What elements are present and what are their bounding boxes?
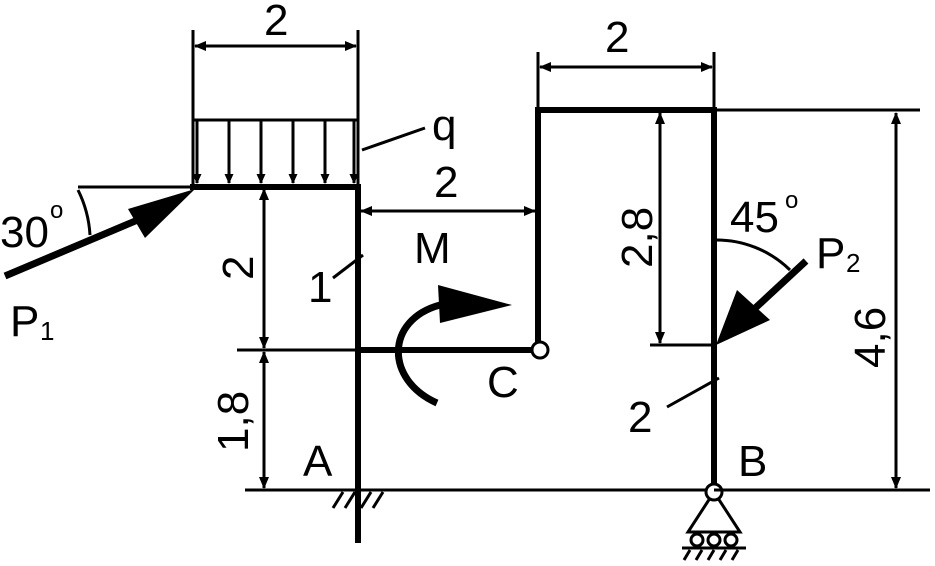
distributed-load-q <box>192 118 426 184</box>
roller-wheel <box>689 532 705 548</box>
dimension-lines <box>194 41 901 489</box>
support-b-triangle <box>685 489 743 534</box>
member-1-leader <box>332 253 364 280</box>
p2-shaft <box>748 258 809 315</box>
hatch <box>706 549 716 561</box>
hatch <box>730 549 740 561</box>
moment-arrowhead <box>438 285 512 323</box>
support-b-pin <box>704 482 724 502</box>
roller-wheel <box>706 532 722 548</box>
dim-label-c-frame-width: 2 <box>605 13 629 62</box>
moment-label: M <box>414 224 451 273</box>
frame-members <box>190 107 717 543</box>
point-c-label: C <box>487 358 519 407</box>
hatch <box>718 549 728 561</box>
hatch <box>694 549 704 561</box>
force-p2 <box>713 238 809 345</box>
moment-m <box>394 285 512 407</box>
p1-arrowhead <box>128 189 195 238</box>
hatch <box>343 491 357 509</box>
p1-label: P <box>10 297 39 346</box>
labels: 2 2 2 2 1,8 2,8 4,6 q 30 o P 1 45 o P 2 … <box>0 0 895 486</box>
dim-label-left-upper: 2 <box>214 256 263 280</box>
p2-angle-label: 45 <box>730 193 779 242</box>
member-2-leader <box>666 376 720 409</box>
extension-lines <box>191 30 930 492</box>
dim-label-gap: 2 <box>434 158 458 207</box>
hatch <box>359 491 373 509</box>
p1-angle-degree: o <box>50 197 63 224</box>
p2-base: P <box>816 229 845 278</box>
q-leader <box>361 126 426 152</box>
p2-angle-degree: o <box>785 187 798 214</box>
p2-arrowhead <box>716 290 770 345</box>
roller-wheel <box>723 532 739 548</box>
hatch <box>371 491 385 509</box>
p1-angle-label: 30 <box>0 208 49 257</box>
fixed-support-a <box>331 488 392 509</box>
dim-label-right-inner: 2,8 <box>613 207 662 268</box>
point-a-label: A <box>303 437 333 486</box>
member-2-label: 2 <box>628 393 652 442</box>
q-label: q <box>432 101 456 150</box>
p2-subscript: 2 <box>846 248 860 278</box>
hatch <box>331 491 345 509</box>
p1-base: P <box>10 297 39 346</box>
dim-label-left-lower: 1,8 <box>209 391 258 452</box>
member-1-label: 1 <box>308 263 332 312</box>
p2-label: P <box>816 229 845 278</box>
point-b-label: B <box>738 437 767 486</box>
dim-label-right-total: 4,6 <box>846 307 895 368</box>
member-leaders <box>332 253 720 409</box>
dim-label-q-span: 2 <box>264 0 288 45</box>
moment-arc <box>394 301 442 407</box>
roller-support-b <box>682 482 746 561</box>
p1-shaft <box>3 215 142 280</box>
p1-angle-arc <box>76 189 92 236</box>
hinge-c <box>530 340 550 360</box>
p2-angle-arc <box>713 238 792 272</box>
p1-subscript: 1 <box>40 316 54 346</box>
hatch <box>682 549 692 561</box>
force-p1 <box>3 185 195 280</box>
